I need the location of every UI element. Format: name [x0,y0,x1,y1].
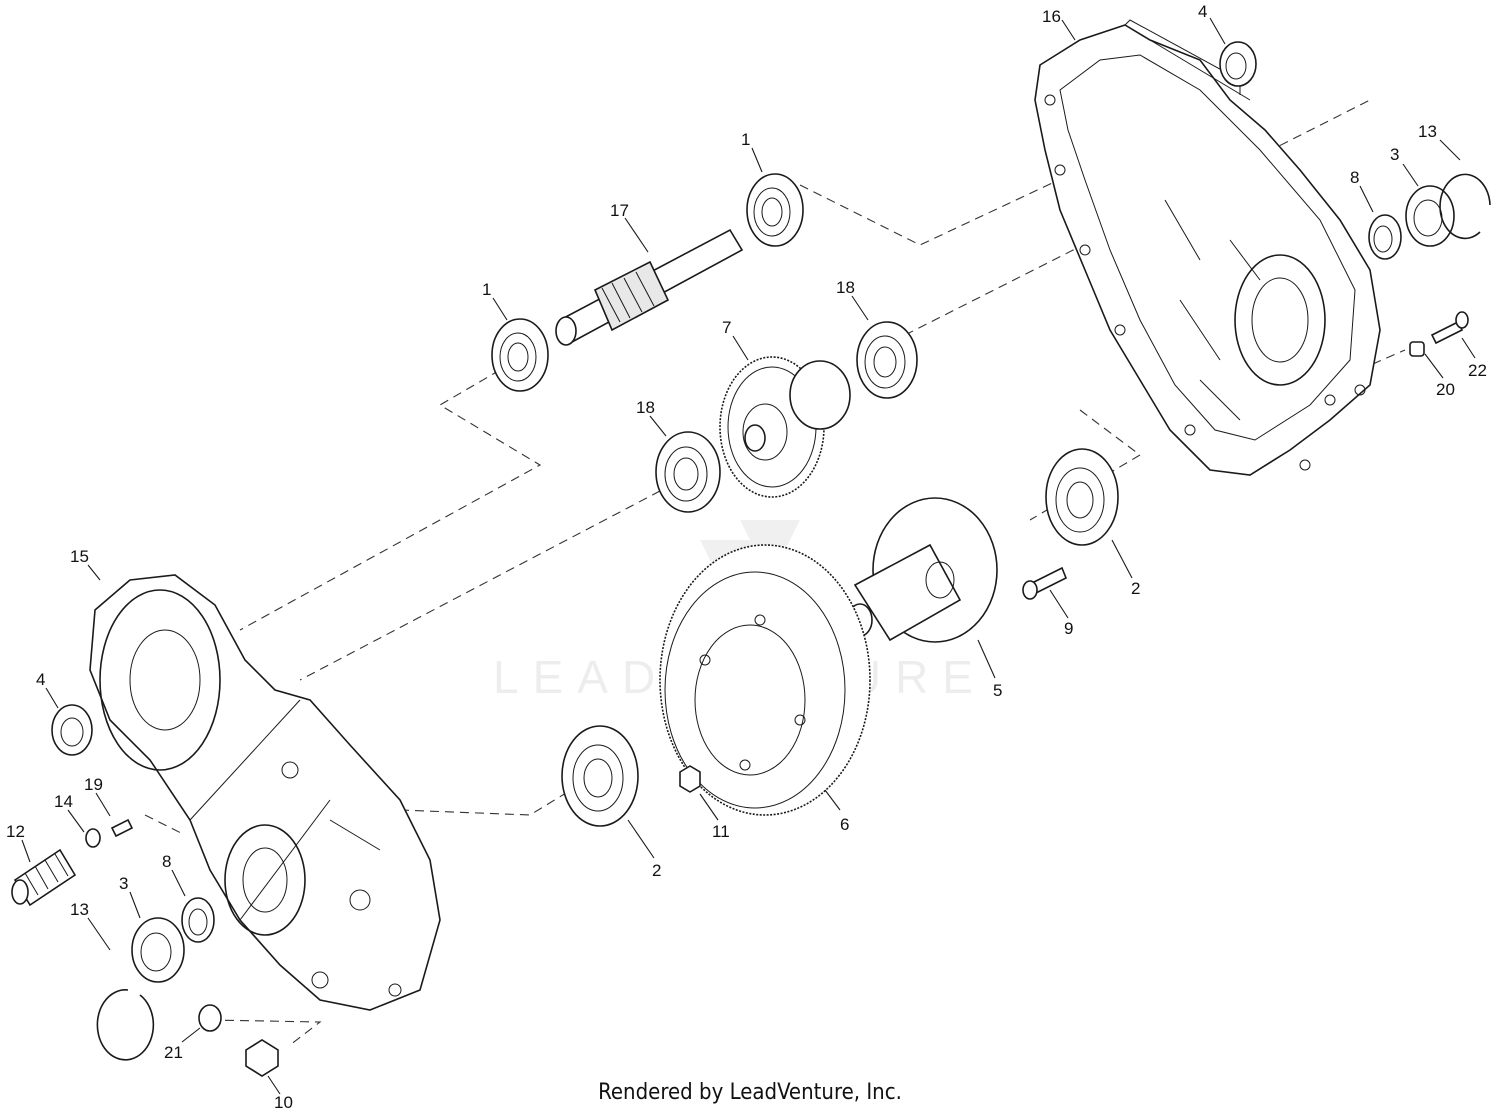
seal-part-4-lower [51,704,93,756]
callout-1-upper: 1 [741,130,750,149]
drain-plug-part-10 [245,1039,279,1077]
dowel-part-20 [1409,341,1425,357]
intermediate-gear-part-7 [719,356,851,498]
worm-part-12 [11,848,77,907]
bearing-part-18-lower [655,431,721,513]
callout-14: 14 [54,792,73,811]
callout-18-upper: 18 [836,278,855,297]
callout-21: 21 [164,1043,183,1062]
bearing-part-1-upper [746,173,804,247]
callout-12: 12 [6,822,25,841]
callout-16: 16 [1042,7,1061,26]
bearing-part-18-upper [856,321,918,399]
callout-1-lower: 1 [482,280,491,299]
bearing-part-2-upper [1045,448,1119,546]
callout-5: 5 [993,681,1002,700]
plug-part-21 [198,1004,222,1032]
callout-6: 6 [840,815,849,834]
callout-22: 22 [1468,361,1487,380]
footer-credit: Rendered by LeadVenture, Inc. [598,1080,902,1105]
callout-17: 17 [610,201,629,220]
callout-3-lower: 3 [119,874,128,893]
callout-8-lower: 8 [162,852,171,871]
callout-4-upper: 4 [1198,2,1207,21]
snap-ring-part-13-upper [1439,173,1491,240]
callout-11: 11 [712,822,730,841]
callout-8-upper: 8 [1350,168,1359,187]
callout-2-lower: 2 [652,861,661,880]
ring-gear-part-6 [659,544,871,816]
bearing-part-2-lower [561,725,639,827]
leader-lines [21,17,1476,1095]
callout-4-lower: 4 [36,670,45,689]
right-housing-part-16 [1034,19,1381,476]
spacer-part-8-lower [181,897,215,943]
bolt-part-9 [1022,566,1068,600]
callout-13-lower: 13 [70,900,89,919]
callout-10: 10 [274,1093,293,1112]
clip-part-14 [85,828,101,848]
bearing-part-1-lower [491,318,549,392]
callout-18-lower: 18 [636,398,655,417]
snap-ring-part-13-lower [96,989,155,1061]
spacer-part-8-upper [1368,214,1402,260]
callout-7: 7 [722,318,731,337]
differential-case-part-5 [847,497,998,643]
left-housing-part-15 [89,574,441,1011]
callout-2-upper: 2 [1131,579,1140,598]
bolt-part-22 [1430,311,1469,345]
nut-part-11 [679,765,701,793]
bearing-part-3-upper [1405,185,1455,247]
callout-20: 20 [1436,380,1455,399]
bearing-part-3-lower [131,917,185,983]
callout-labels: 16 4 1 13 3 8 17 1 18 7 22 20 18 15 2 9 … [6,2,1487,1112]
callout-9: 9 [1064,619,1073,638]
shaft-part-19 [110,818,134,838]
seal-part-4-upper [1219,41,1257,87]
callout-15: 15 [70,547,89,566]
callout-13-upper: 13 [1418,122,1437,141]
callout-19: 19 [84,775,103,794]
pinion-shaft-part-17 [555,228,744,346]
callout-3-upper: 3 [1390,145,1399,164]
